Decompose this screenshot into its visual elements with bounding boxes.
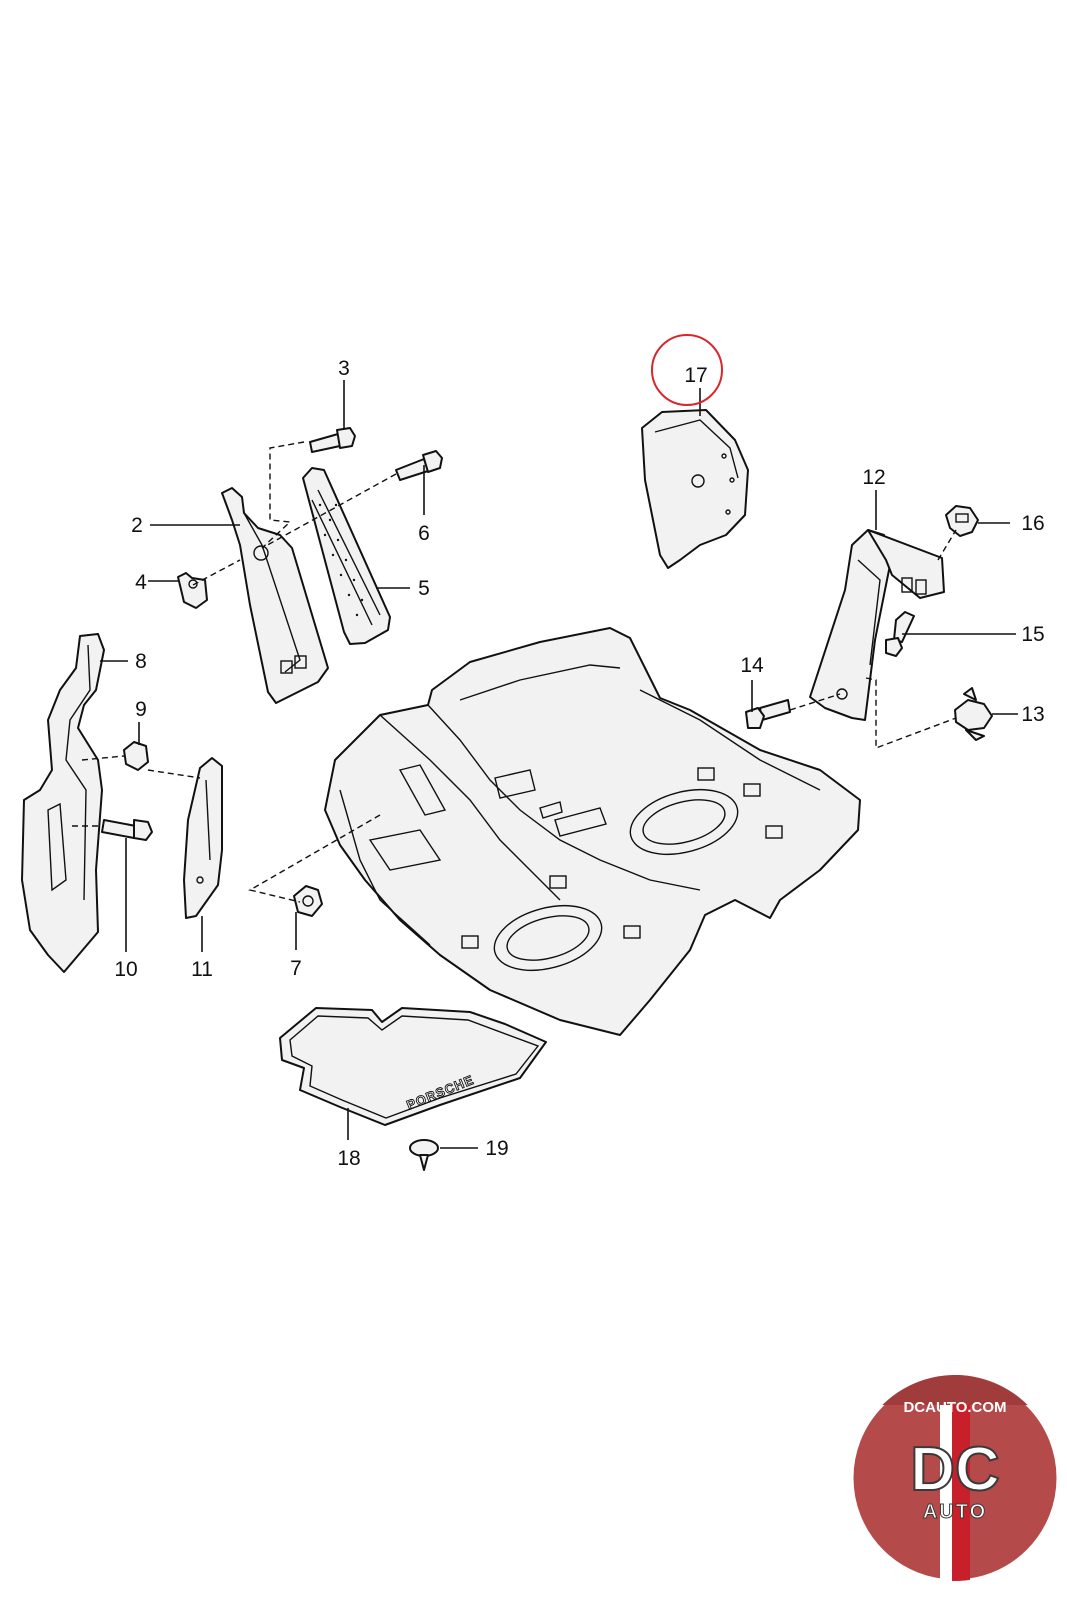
logo-word-text: AUTO xyxy=(923,1501,987,1523)
part-3-screw xyxy=(309,427,356,453)
callout-18: 18 xyxy=(337,1147,360,1170)
callout-7: 7 xyxy=(290,957,302,980)
highlight-circle-17 xyxy=(651,334,723,406)
assembly-lines xyxy=(72,441,957,903)
part-15-screw xyxy=(885,611,915,657)
part-6-screw xyxy=(395,450,443,481)
callout-3: 3 xyxy=(338,357,350,380)
callout-numbers: 2 3 4 5 6 7 8 9 10 11 12 13 14 15 16 17 … xyxy=(114,357,1044,1170)
part-18-floor-mat: PORSCHE xyxy=(279,1007,547,1126)
part-17-rear-panel xyxy=(641,409,749,569)
callout-8: 8 xyxy=(135,650,147,673)
part-16-clip xyxy=(945,505,979,537)
callout-5: 5 xyxy=(418,577,430,600)
part-13-clip xyxy=(954,687,993,741)
part-2-pillar-trim xyxy=(221,487,329,704)
dcauto-logo: DCAUTO.COM DC AUTO xyxy=(848,1371,1062,1585)
logo-mark-text: DC xyxy=(910,1435,1000,1504)
logo-site-text: DCAUTO.COM xyxy=(903,1399,1006,1416)
callout-17: 17 xyxy=(684,364,707,387)
callout-2: 2 xyxy=(131,514,143,537)
part-4-clip xyxy=(177,572,208,609)
callout-6: 6 xyxy=(418,522,430,545)
part-10-screw xyxy=(101,819,153,841)
callout-19: 19 xyxy=(485,1137,508,1160)
callout-16: 16 xyxy=(1021,512,1044,535)
part-14-screw xyxy=(745,699,791,729)
callout-10: 10 xyxy=(114,958,137,981)
part-carpet-main xyxy=(324,627,861,1036)
callout-4: 4 xyxy=(135,571,147,594)
leader-lines xyxy=(100,380,1018,1149)
part-11-trim-panel xyxy=(183,757,223,919)
part-12-quarter-trim xyxy=(809,529,945,721)
part-9-clip xyxy=(123,741,149,771)
part-19-push-fastener xyxy=(409,1139,439,1171)
callout-14: 14 xyxy=(740,654,764,677)
callout-11: 11 xyxy=(191,958,213,981)
callout-15: 15 xyxy=(1021,623,1044,646)
callout-12: 12 xyxy=(862,466,885,489)
part-7-grommet xyxy=(293,885,323,917)
callout-9: 9 xyxy=(135,698,147,721)
part-5-sill-plate xyxy=(302,467,391,645)
part-8-side-trim xyxy=(21,633,105,973)
callout-13: 13 xyxy=(1021,703,1044,726)
